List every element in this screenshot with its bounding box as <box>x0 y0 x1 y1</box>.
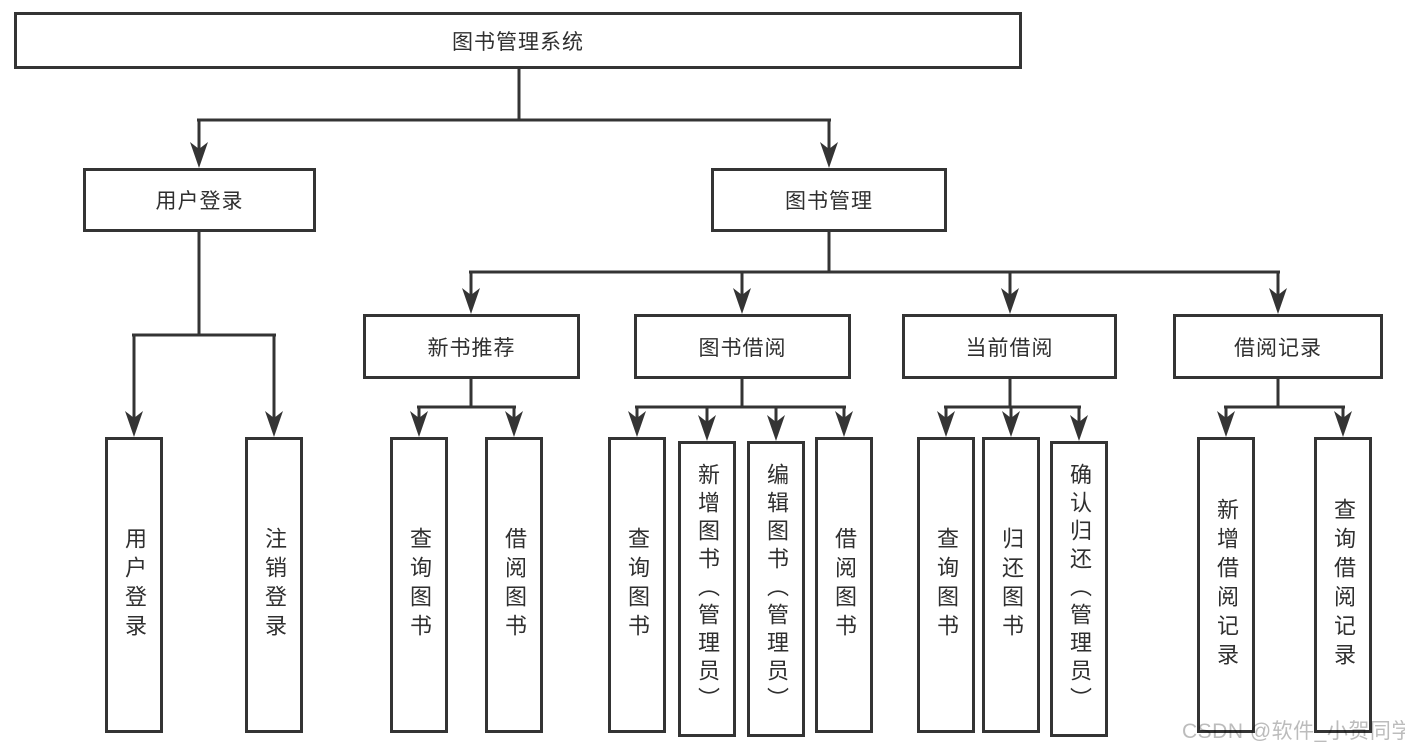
node-library-management-system: 图书管理系统 <box>14 12 1022 69</box>
node-new-book-recommendation: 新书推荐 <box>363 314 580 379</box>
node-current-borrowing: 当前借阅 <box>902 314 1117 379</box>
leaf-current-query-books: 查询图书 <box>917 437 975 733</box>
node-user-login: 用户登录 <box>83 168 316 232</box>
leaf-borrow-books: 借阅图书 <box>815 437 873 733</box>
leaf-query-borrow-record: 查询借阅记录 <box>1314 437 1372 733</box>
leaf-user-login: 用户登录 <box>105 437 163 733</box>
leaf-borrow-query-books: 查询图书 <box>608 437 666 733</box>
leaf-confirm-return-admin: 确认归还（管理员） <box>1050 441 1108 737</box>
node-book-management: 图书管理 <box>711 168 947 232</box>
node-book-borrowing: 图书借阅 <box>634 314 851 379</box>
leaf-return-books: 归还图书 <box>982 437 1040 733</box>
watermark: CSDN @软件_小贺同学 <box>1182 720 1405 743</box>
leaf-edit-books-admin: 编辑图书（管理员） <box>747 441 805 737</box>
leaf-logout-login: 注销登录 <box>245 437 303 733</box>
leaf-recommend-query-books: 查询图书 <box>390 437 448 733</box>
leaf-recommend-borrow-books: 借阅图书 <box>485 437 543 733</box>
leaf-add-books-admin: 新增图书（管理员） <box>678 441 736 737</box>
leaf-add-borrow-record: 新增借阅记录 <box>1197 437 1255 733</box>
node-borrowing-records: 借阅记录 <box>1173 314 1383 379</box>
